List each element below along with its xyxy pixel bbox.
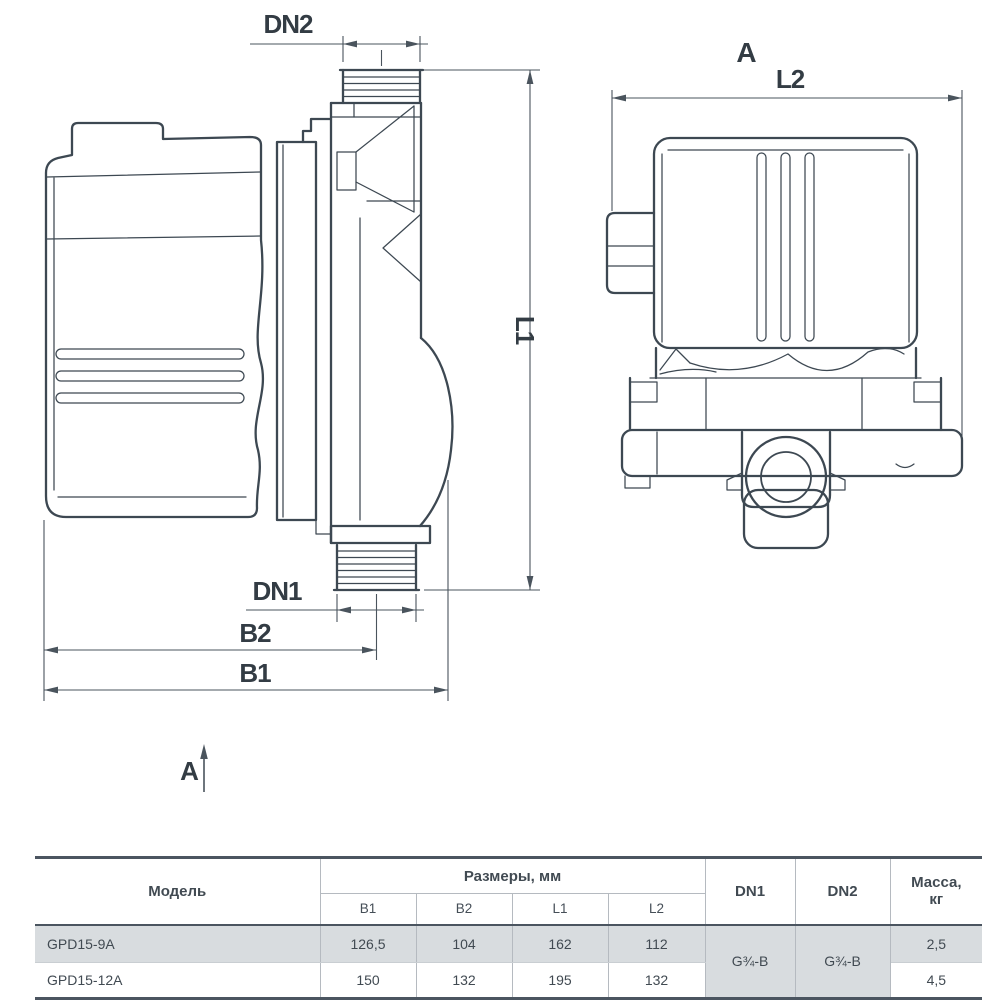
mid-housing [628, 376, 943, 432]
inlet-thread-dn1 [332, 543, 421, 592]
motor-rib [55, 392, 245, 404]
vent-slot [756, 152, 767, 342]
cell-l2: 132 [607, 962, 706, 999]
cell-b2: 132 [415, 962, 513, 999]
dimension-b1: B1 [43, 480, 449, 701]
dimension-l2: L2 [611, 64, 963, 466]
header-l1: L1 [511, 893, 609, 926]
table-row: GPD15-12A 150 132 195 132 4,5 [35, 962, 983, 999]
cell-mass: 2,5 [889, 924, 983, 963]
cell-b2: 104 [415, 924, 513, 963]
cell-dn1: G¾-B [704, 924, 796, 999]
header-b2: B2 [415, 893, 513, 926]
header-l2: L2 [607, 893, 706, 926]
dimension-dn1: DN1 [246, 576, 424, 660]
front-view: A L2 [605, 37, 964, 550]
cell-b1: 126,5 [319, 924, 417, 963]
casting-flange [654, 346, 918, 380]
motor-rib [55, 370, 245, 382]
section-a-label: A [180, 756, 199, 786]
suction-port-boss [744, 435, 828, 519]
motor-front [652, 136, 919, 350]
cell-l1: 195 [511, 962, 609, 999]
header-mass: Масса, кг [889, 857, 983, 926]
table-row: GPD15-9A 126,5 104 162 112 G¾-B G¾-B 2,5 [35, 924, 983, 999]
header-mass-line2: кг [929, 891, 944, 909]
header-b1: B1 [319, 893, 417, 926]
motor-rib [55, 348, 245, 360]
dimension-l1: L1 [424, 69, 540, 591]
cell-b1: 150 [319, 962, 417, 999]
cell-l1: 162 [511, 924, 609, 963]
vent-slot [780, 152, 791, 342]
header-model: Модель [35, 857, 321, 926]
pump-housing-bar [620, 428, 964, 550]
side-view: DN2 L1 DN1 B2 [43, 9, 540, 792]
dimension-dn2: DN2 [250, 9, 428, 66]
technical-drawing: DN2 L1 DN1 B2 [43, 9, 964, 792]
adapter-section [275, 101, 361, 545]
port-cap [742, 488, 830, 550]
header-mass-line1: Масса, [911, 874, 962, 891]
header-dn2: DN2 [794, 857, 891, 926]
suction-port-bore [760, 451, 812, 503]
header-dimensions-group: Размеры, мм [319, 857, 706, 894]
outlet-thread-dn2 [338, 68, 425, 105]
cell-l2: 112 [607, 924, 706, 963]
l1-label: L1 [510, 316, 540, 345]
cell-model: GPD15-9A [35, 924, 321, 963]
vent-slot [804, 152, 815, 342]
terminal-box [605, 211, 656, 295]
l2-label: L2 [776, 64, 805, 94]
pump-head [329, 101, 454, 545]
cell-dn2: G¾-B [794, 924, 891, 999]
section-arrow-a: A [180, 744, 208, 792]
header-dn1: DN1 [704, 857, 796, 926]
cell-model: GPD15-12A [35, 962, 321, 999]
motor-body [44, 121, 265, 519]
b1-label: B1 [239, 658, 271, 688]
view-a-label: A [736, 37, 756, 68]
cell-mass: 4,5 [889, 962, 983, 999]
dn2-label: DN2 [263, 9, 313, 39]
spec-table-wrapper: Модель Размеры, мм DN1 DN2 Масса, кг B1 … [35, 856, 983, 1000]
b2-label: B2 [239, 618, 271, 648]
spec-table: Модель Размеры, мм DN1 DN2 Масса, кг B1 … [35, 856, 983, 1000]
dn1-label: DN1 [252, 576, 302, 606]
dimension-b2: B2 [44, 618, 376, 654]
